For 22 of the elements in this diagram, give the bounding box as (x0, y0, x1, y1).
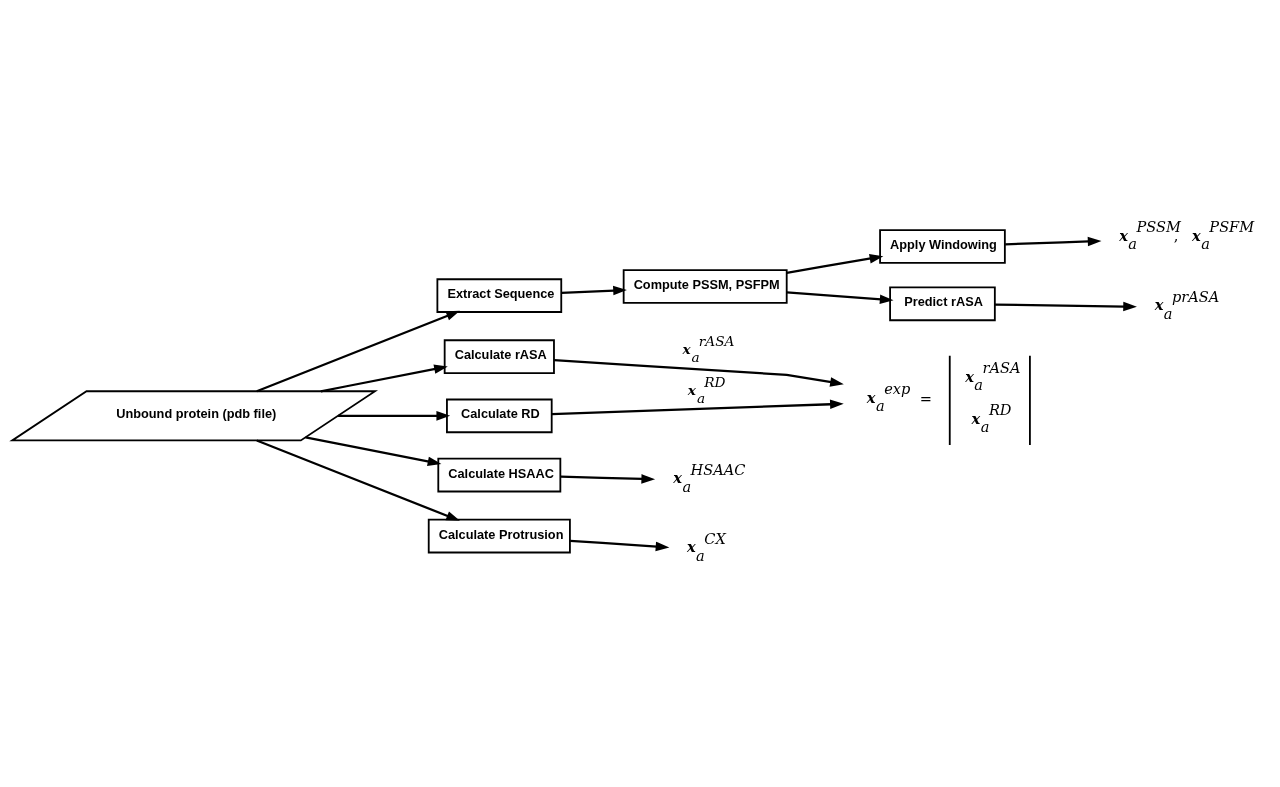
arrow (786, 290, 894, 304)
arrow (994, 301, 1137, 311)
arrow (256, 310, 460, 392)
arrow (305, 435, 442, 466)
node-box: Apply Windowing (879, 228, 1006, 264)
node-box: Extract Sequence (436, 277, 563, 313)
arrow (320, 363, 448, 392)
node-box: Calculate HSAAC (437, 457, 562, 492)
arrow (551, 399, 844, 415)
node-box: Calculate Protrusion (427, 518, 571, 553)
arrow (338, 410, 451, 421)
arrow (1005, 236, 1102, 246)
node-box: Compute PSSM, PSFPM (622, 268, 788, 304)
arrow (256, 438, 460, 521)
arrow (560, 473, 656, 484)
node-box: Calculate RD (446, 398, 553, 433)
arrow (554, 358, 844, 387)
arrow (570, 539, 670, 551)
node-box: Calculate rASA (443, 338, 555, 374)
arrow (786, 253, 884, 274)
node-box: Predict rASA (889, 286, 996, 321)
arrow (561, 285, 627, 295)
